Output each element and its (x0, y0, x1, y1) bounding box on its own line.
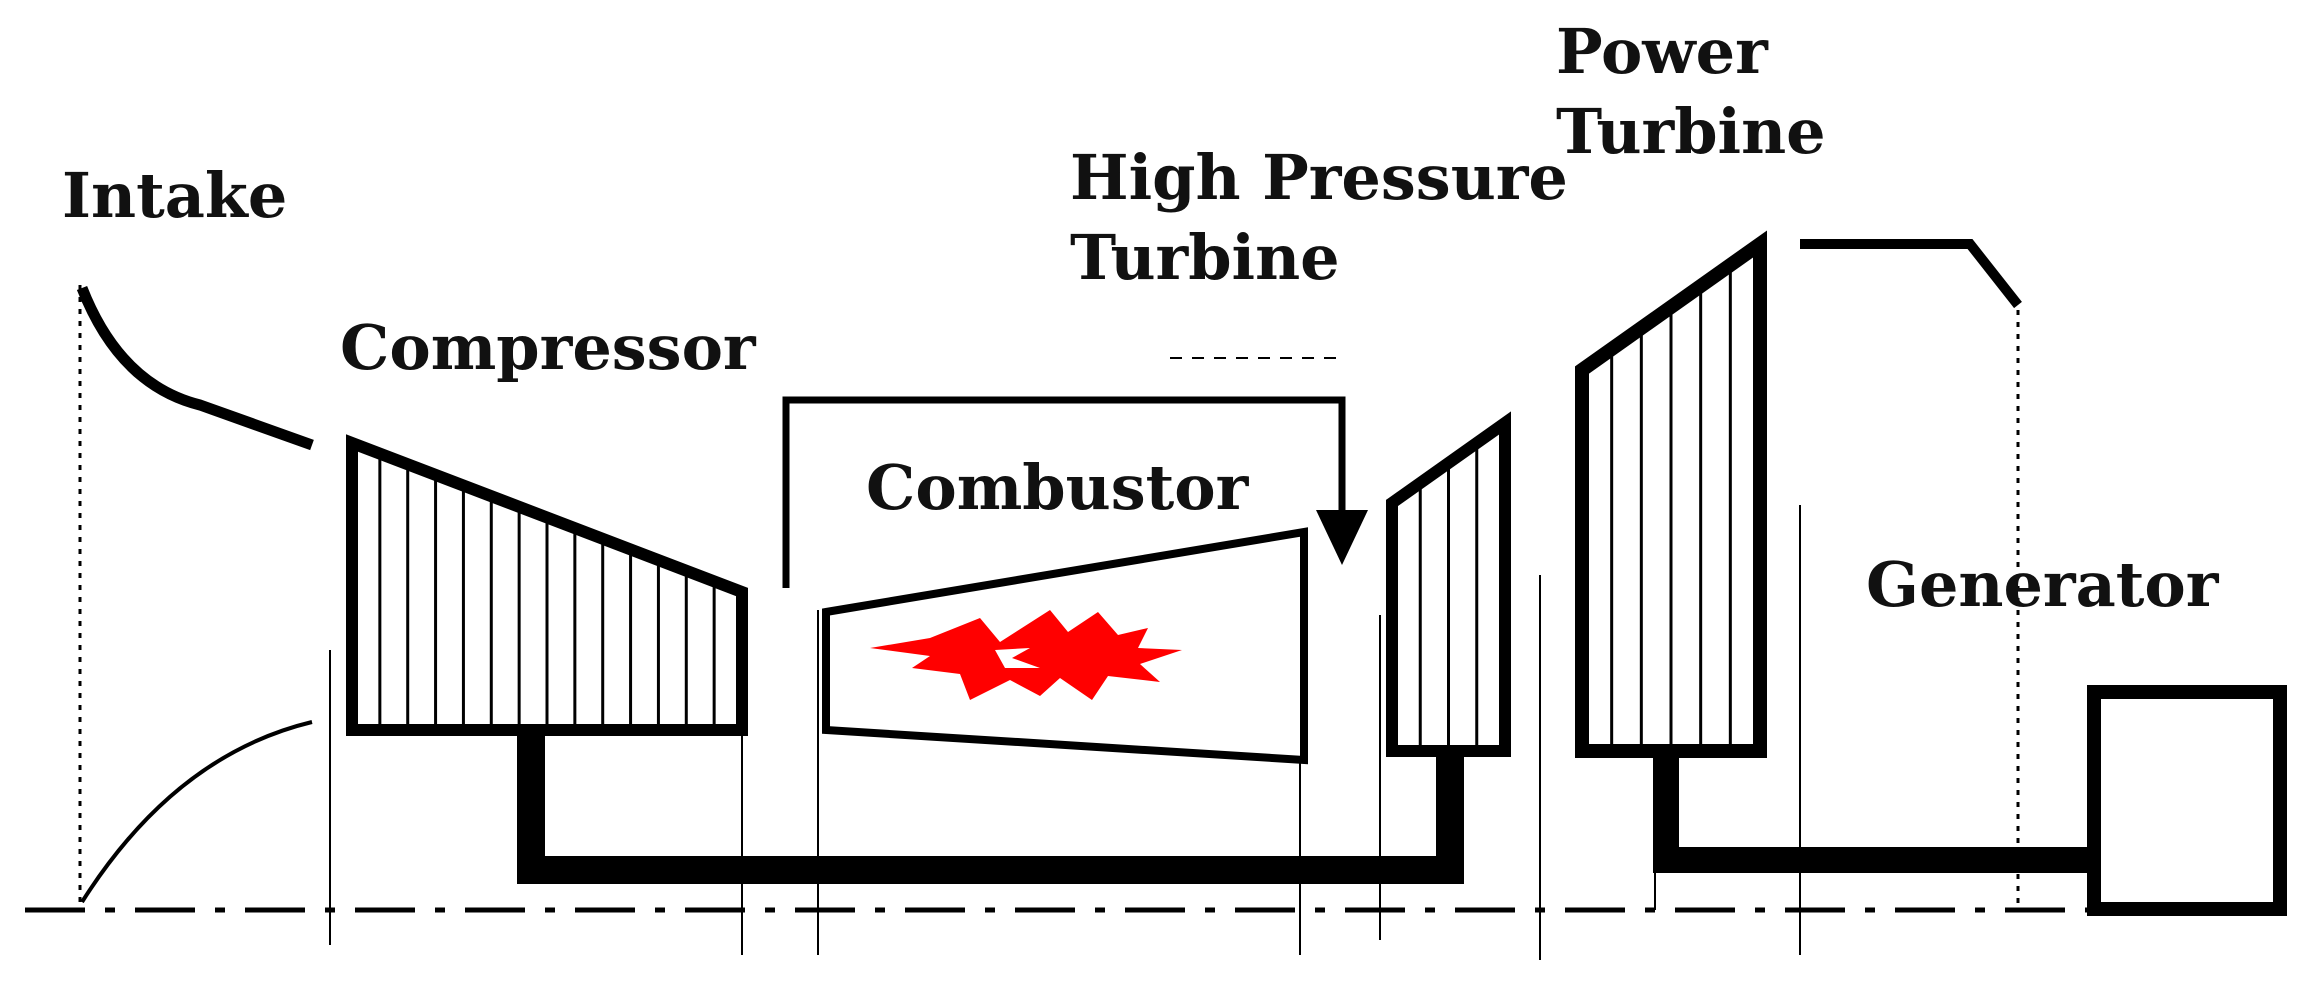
intake-shape (76, 285, 314, 905)
combustor-shape (817, 527, 1308, 955)
generator-box (2087, 685, 2287, 916)
generator-label: Generator (1866, 548, 2219, 621)
main-shaft (517, 733, 1464, 884)
high-pressure-turbine-shape (1379, 411, 1541, 960)
high-pressure-turbine-label-line-1: High Pressure (1070, 141, 1568, 214)
compressor-shape (329, 434, 748, 955)
high-pressure-turbine-label-line-2: Turbine (1070, 221, 1340, 294)
intake-label: Intake (62, 159, 288, 232)
high-pressure-turbine-label: High Pressure Turbine (1070, 138, 1568, 298)
power-turbine-label-line-2: Turbine (1556, 95, 1826, 168)
power-turbine-label: Power Turbine (1556, 12, 1826, 172)
bypass-arrow (782, 357, 1368, 588)
flame-icon (870, 610, 1182, 700)
power-turbine-label-line-1: Power (1556, 15, 1768, 88)
combustor-label: Combustor (866, 451, 1249, 524)
power-shaft (1653, 754, 2094, 873)
compressor-label: Compressor (340, 311, 756, 384)
